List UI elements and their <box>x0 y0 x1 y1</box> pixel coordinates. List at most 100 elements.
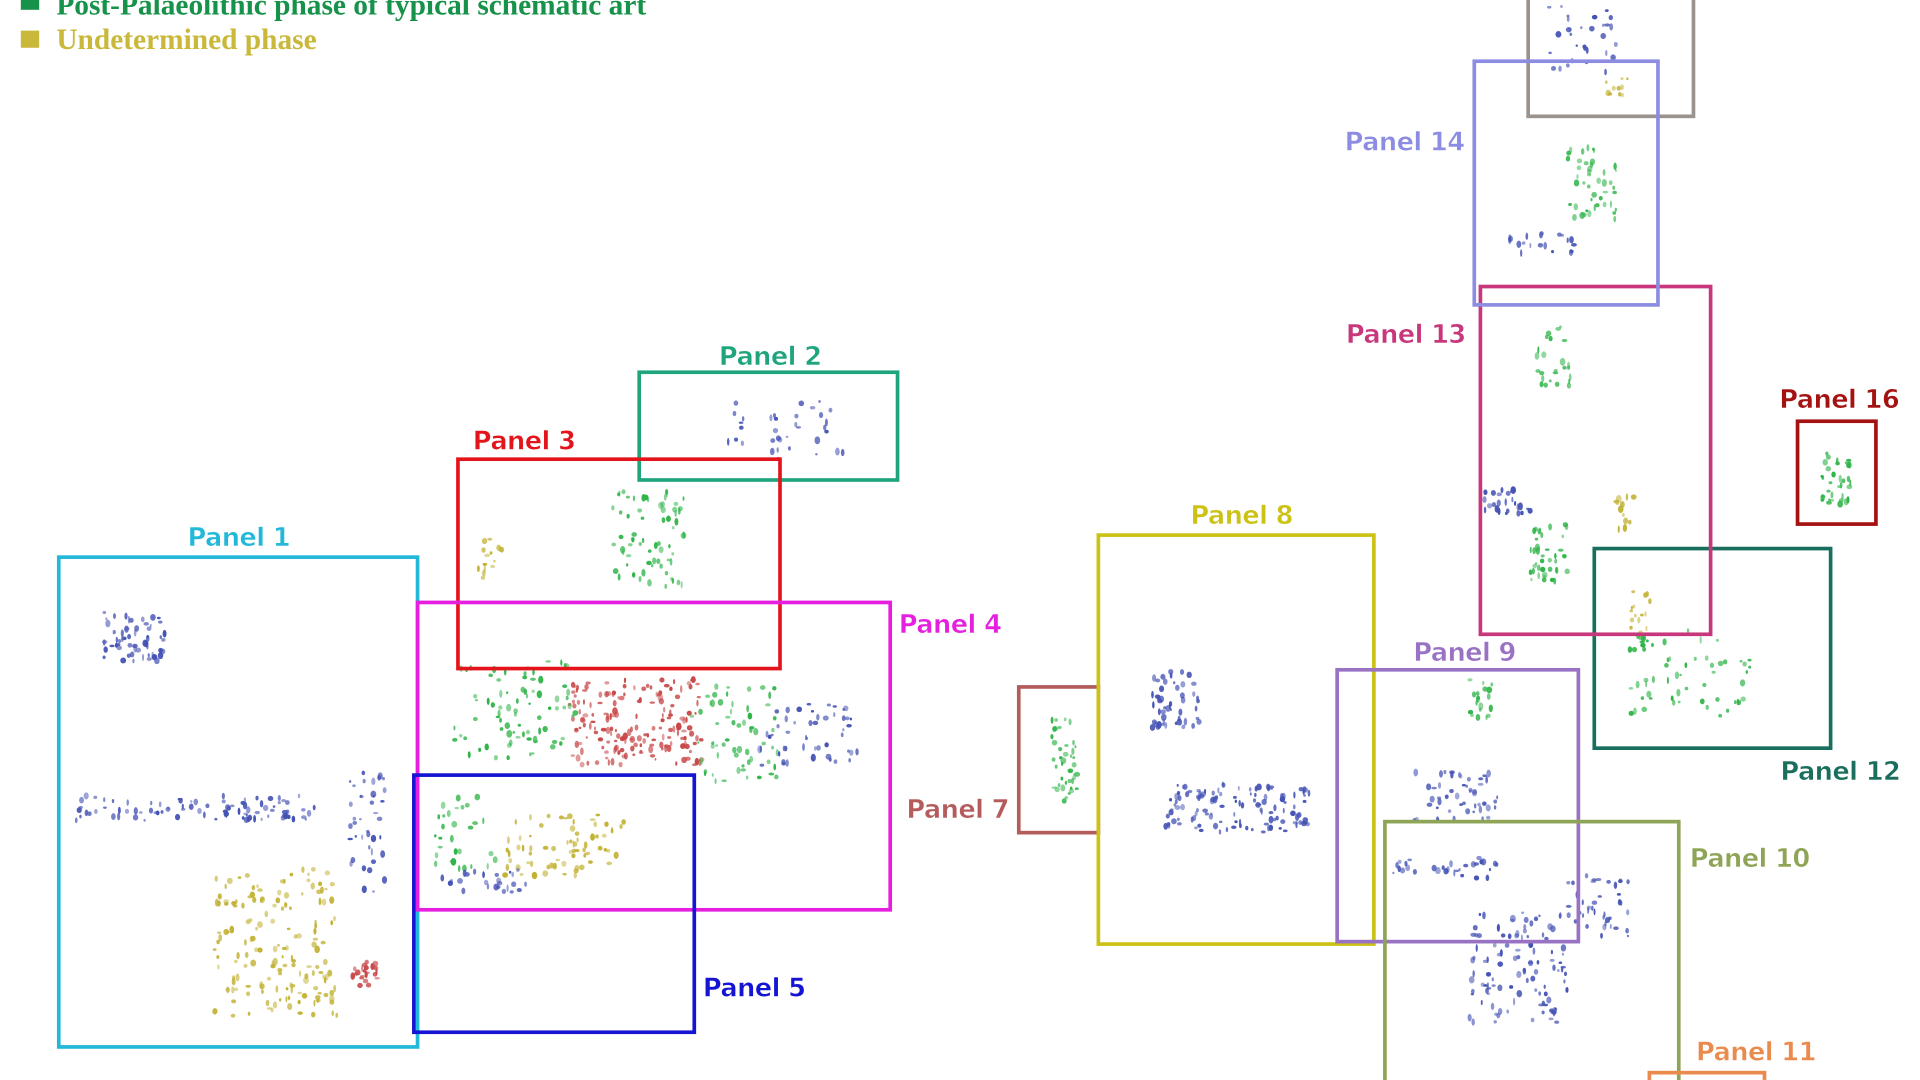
pigment-mark-green <box>1676 688 1681 697</box>
pigment-mark-green <box>1062 751 1069 757</box>
pigment-mark-yellow <box>261 989 264 994</box>
pigment-mark-yellow <box>551 845 557 852</box>
pigment-mark-red <box>682 717 687 724</box>
pigment-mark-blue <box>214 817 218 821</box>
pigment-mark-blue <box>1461 784 1466 787</box>
pigment-mark-green <box>497 709 501 718</box>
pigment-mark-green <box>671 526 675 530</box>
unlabeled-panel-box <box>1526 0 1696 119</box>
pigment-mark-green <box>1554 381 1560 387</box>
pigment-mark-yellow <box>514 819 517 825</box>
pigment-mark-blue <box>1546 996 1552 1004</box>
pigment-mark-green <box>1646 690 1652 698</box>
pigment-mark-yellow <box>235 973 240 982</box>
pigment-mark-green <box>1609 200 1612 209</box>
pigment-mark-blue <box>774 709 780 714</box>
pigment-mark-blue <box>812 720 819 726</box>
pigment-mark-yellow <box>303 976 309 984</box>
pigment-mark-green <box>438 836 443 840</box>
pigment-mark-blue <box>1543 241 1548 250</box>
pigment-mark-green <box>1535 369 1541 373</box>
pigment-mark-yellow <box>585 851 591 856</box>
pigment-mark-green <box>625 553 632 558</box>
pigment-mark-green <box>1068 718 1072 726</box>
pigment-mark-green <box>1559 357 1566 366</box>
pigment-mark-blue <box>1179 669 1185 675</box>
pigment-mark-green <box>545 660 552 663</box>
pigment-mark-green <box>562 705 567 710</box>
pigment-mark-blue <box>450 879 453 884</box>
pigment-mark-yellow <box>246 991 251 997</box>
pigment-mark-blue <box>1176 783 1179 787</box>
pigment-mark-green <box>1063 717 1067 722</box>
pigment-mark-green <box>1050 716 1054 724</box>
pigment-mark-green <box>498 705 503 710</box>
pigment-mark-blue <box>1609 924 1612 929</box>
pigment-mark-blue <box>496 881 503 886</box>
pigment-mark-yellow <box>521 844 525 852</box>
pigment-mark-yellow <box>288 906 292 911</box>
pigment-mark-blue <box>372 794 375 798</box>
pigment-mark-blue <box>127 633 132 640</box>
pigment-mark-blue <box>1586 905 1592 910</box>
pigment-mark-blue <box>1263 822 1270 826</box>
pigment-mark-green <box>1064 780 1068 785</box>
pigment-mark-blue <box>464 872 470 877</box>
pigment-mark-yellow <box>555 858 560 862</box>
pigment-mark-blue <box>124 612 128 620</box>
pigment-mark-yellow <box>272 1001 278 1009</box>
pigment-mark-blue <box>1302 821 1308 825</box>
pigment-mark-blue <box>1500 486 1504 494</box>
pigment-mark-green <box>1064 744 1069 747</box>
pigment-mark-red <box>617 696 620 700</box>
pigment-mark-blue <box>785 706 790 714</box>
pigment-mark-yellow <box>297 991 303 995</box>
pigment-mark-blue <box>129 617 134 623</box>
pigment-mark-green <box>1573 203 1578 211</box>
pigment-mark-yellow <box>582 847 586 853</box>
pigment-mark-yellow <box>230 1013 236 1018</box>
pigment-mark-blue <box>1543 991 1548 997</box>
pigment-mark-blue <box>818 400 821 403</box>
pigment-mark-yellow <box>490 564 495 569</box>
legend-swatch-post-palaeolithic <box>20 0 40 10</box>
pigment-mark-red <box>658 726 663 730</box>
pigment-mark-blue <box>810 709 815 713</box>
pigment-mark-yellow <box>316 998 319 1003</box>
panel-box-p5 <box>412 773 697 1035</box>
pigment-mark-blue <box>1197 823 1202 828</box>
pigment-mark-blue <box>1302 787 1309 793</box>
pigment-mark-green <box>1821 475 1825 480</box>
pigment-mark-blue <box>816 713 820 721</box>
pigment-mark-green <box>1486 686 1493 694</box>
pigment-mark-green <box>749 755 754 763</box>
pigment-mark-green <box>768 772 775 776</box>
pigment-mark-blue <box>259 800 264 808</box>
pigment-mark-blue <box>1472 924 1478 931</box>
pigment-mark-blue <box>1566 16 1570 22</box>
pigment-mark-blue <box>1219 791 1223 797</box>
pigment-mark-yellow <box>489 551 493 555</box>
pigment-mark-blue <box>352 821 358 825</box>
pigment-mark-yellow <box>1618 92 1622 97</box>
pigment-mark-blue <box>1602 914 1605 920</box>
pigment-mark-green <box>1067 768 1074 774</box>
pigment-mark-blue <box>1609 23 1614 31</box>
pigment-mark-yellow <box>314 922 318 929</box>
pigment-mark-blue <box>1174 805 1181 810</box>
pigment-mark-green <box>551 739 558 745</box>
pigment-mark-green <box>711 773 714 777</box>
pigment-mark-blue <box>127 642 133 648</box>
pigment-mark-yellow <box>244 873 250 878</box>
pigment-mark-green <box>1704 655 1709 661</box>
pigment-mark-blue <box>805 736 809 740</box>
pigment-mark-blue <box>94 809 98 814</box>
pigment-mark-red <box>600 727 607 732</box>
pigment-mark-blue <box>1405 864 1411 872</box>
pigment-mark-blue <box>1449 860 1453 868</box>
pigment-mark-yellow <box>232 904 238 908</box>
pigment-mark-blue <box>773 416 779 421</box>
pigment-mark-yellow <box>298 970 302 977</box>
pigment-mark-yellow <box>214 875 218 882</box>
pigment-mark-blue <box>1504 498 1507 506</box>
